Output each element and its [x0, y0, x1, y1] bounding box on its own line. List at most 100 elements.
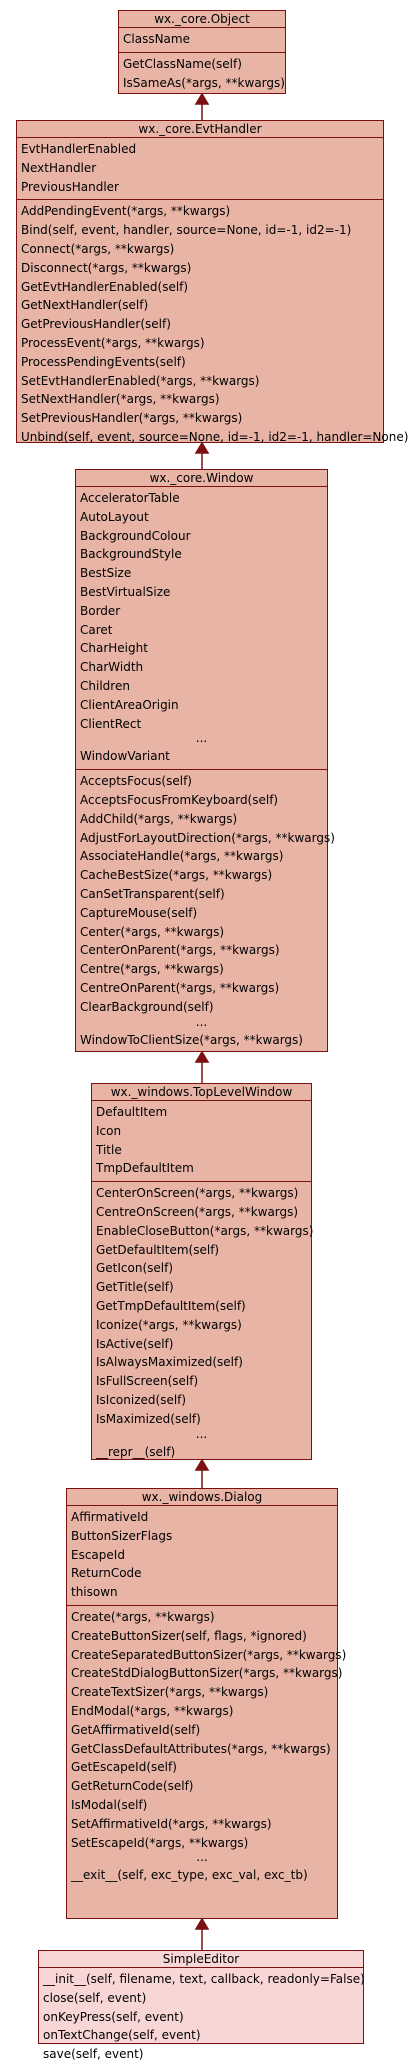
method-row: __repr__(self) — [96, 1444, 176, 1459]
attribute-row: EscapeId — [71, 1547, 125, 1562]
method-row: onKeyPress(self, event) — [43, 2009, 184, 2024]
method-row: GetNextHandler(self) — [21, 298, 149, 313]
attribute-row: ClassName — [123, 32, 190, 46]
method-row: GetTitle(self) — [96, 1280, 174, 1295]
ellipsis: ... — [196, 1850, 208, 1865]
method-row: GetPreviousHandler(self) — [21, 317, 171, 332]
method-row: GetReturnCode(self) — [71, 1779, 194, 1794]
attribute-row: CharHeight — [80, 641, 148, 656]
attributes-section: ClassName — [119, 28, 285, 53]
attribute-row: thisown — [71, 1585, 118, 1600]
methods-section: GetClassName(self) IsSameAs(*args, **kwar… — [119, 53, 285, 96]
method-row: __exit__(self, exc_type, exc_val, exc_tb… — [71, 1868, 308, 1883]
method-row: CaptureMouse(self) — [80, 905, 198, 920]
method-row: Unbind(self, event, source=None, id=-1, … — [21, 429, 408, 444]
method-row: IsAlwaysMaximized(self) — [96, 1355, 243, 1370]
attribute-row: Border — [80, 603, 121, 618]
method-row: CentreOnParent(*args, **kwargs) — [80, 980, 280, 995]
attribute-row: ButtonSizerFlags — [71, 1528, 173, 1543]
methods-section: AddPendingEvent(*args, **kwargs) Bind(sel… — [17, 200, 408, 449]
method-row: IsIconized(self) — [96, 1392, 187, 1407]
attribute-row: PreviousHandler — [21, 179, 119, 194]
method-row: SetAffirmativeId(*args, **kwargs) — [71, 1816, 272, 1831]
methods-section: __init__(self, filename, text, callback,… — [39, 1968, 365, 2067]
method-row: Connect(*args, **kwargs) — [21, 241, 175, 256]
method-row: GetTmpDefaultItem(self) — [96, 1298, 246, 1313]
ellipsis: ... — [195, 1426, 208, 1441]
method-row: GetEvtHandlerEnabled(self) — [21, 279, 189, 294]
class-title: wx._core.EvtHandler — [17, 121, 383, 138]
inheritance-arrowhead — [194, 441, 210, 454]
method-row: IsSameAs(*args, **kwargs) — [123, 75, 285, 90]
method-row: CreateSeparatedButtonSizer(*args, **kwar… — [71, 1647, 347, 1662]
attribute-row: ClientAreaOrigin — [80, 697, 179, 712]
method-row: GetAffirmativeId(self) — [71, 1722, 201, 1737]
class-title: wx._windows.TopLevelWindow — [92, 1084, 311, 1101]
method-row: AdjustForLayoutDirection(*args, **kwargs… — [80, 830, 335, 845]
method-row: save(self, event) — [43, 2047, 144, 2062]
class-title: SimpleEditor — [39, 1951, 363, 1968]
attribute-row: BestVirtualSize — [80, 584, 171, 599]
attribute-row: BackgroundColour — [80, 528, 191, 543]
method-row: CenterOnParent(*args, **kwargs) — [80, 943, 280, 958]
method-row: CreateButtonSizer(self, flags, *ignored) — [71, 1628, 307, 1643]
ellipsis: ... — [195, 1014, 208, 1029]
methods-section: Create(*args, **kwargs)CreateButtonSizer… — [67, 1606, 347, 1888]
class-title: wx._core.Window — [76, 470, 327, 487]
method-row: GetDefaultItem(self) — [96, 1242, 220, 1257]
method-row: close(self, event) — [43, 1990, 147, 2005]
methods-section: AcceptsFocus(self)AcceptsFocusFromKeyboa… — [76, 770, 335, 1052]
method-row: AddChild(*args, **kwargs) — [80, 811, 238, 826]
method-row: Centre(*args, **kwargs) — [80, 962, 224, 977]
method-row: ClearBackground(self) — [80, 999, 214, 1014]
method-row: AcceptsFocusFromKeyboard(self) — [80, 792, 279, 807]
method-row: SetEscapeId(*args, **kwargs) — [71, 1835, 249, 1850]
class-box-simpleeditor: SimpleEditor __init__(self, filename, tex… — [38, 1950, 365, 2061]
method-row: Iconize(*args, **kwargs) — [96, 1317, 242, 1332]
method-row: GetClassName(self) — [123, 56, 242, 71]
attribute-row: BackgroundStyle — [80, 547, 182, 562]
method-row: onTextChange(self, event) — [43, 2028, 201, 2043]
method-row: CreateTextSizer(*args, **kwargs) — [71, 1685, 269, 1700]
method-row: IsModal(self) — [71, 1797, 148, 1812]
attribute-row: ReturnCode — [71, 1566, 142, 1581]
method-row: SetNextHandler(*args, **kwargs) — [21, 392, 220, 407]
attribute-row: Children — [80, 678, 130, 693]
inheritance-arrowhead — [194, 1050, 210, 1063]
method-row: CanSetTransparent(self) — [80, 886, 225, 901]
attribute-row: DefaultItem — [96, 1105, 168, 1119]
method-row: EndModal(*args, **kwargs) — [71, 1703, 234, 1718]
method-row: AssociateHandle(*args, **kwargs) — [80, 849, 284, 864]
attribute-row: CharWidth — [80, 660, 144, 675]
method-row: AddPendingEvent(*args, **kwargs) — [21, 204, 231, 219]
attribute-row: EvtHandlerEnabled — [21, 142, 137, 156]
method-row: CenterOnScreen(*args, **kwargs) — [96, 1186, 299, 1201]
attribute-row: WindowVariant — [80, 749, 170, 764]
method-row: GetEscapeId(self) — [71, 1760, 177, 1775]
method-row: ProcessPendingEvents(self) — [21, 354, 186, 369]
attribute-row: NextHandler — [21, 160, 97, 175]
method-row: Disconnect(*args, **kwargs) — [21, 260, 192, 275]
attribute-row: AffirmativeId — [71, 1510, 149, 1524]
attribute-row: ClientRect — [80, 716, 142, 731]
method-row: Bind(self, event, handler, source=None, … — [21, 223, 352, 238]
method-row: IsFullScreen(self) — [96, 1374, 199, 1389]
methods-section: CenterOnScreen(*args, **kwargs) CentreOnS… — [92, 1182, 314, 1464]
method-row: ProcessEvent(*args, **kwargs) — [21, 335, 205, 350]
method-row: CentreOnScreen(*args, **kwargs) — [96, 1204, 299, 1219]
method-row: IsActive(self) — [96, 1336, 174, 1351]
method-row: __init__(self, filename, text, callback,… — [43, 1972, 365, 1986]
method-row: EnableCloseButton(*args, **kwargs) — [96, 1223, 314, 1238]
method-row: SetEvtHandlerEnabled(*args, **kwargs) — [21, 373, 260, 388]
inheritance-arrowhead — [194, 1917, 210, 1930]
attribute-row: Icon — [96, 1123, 122, 1138]
